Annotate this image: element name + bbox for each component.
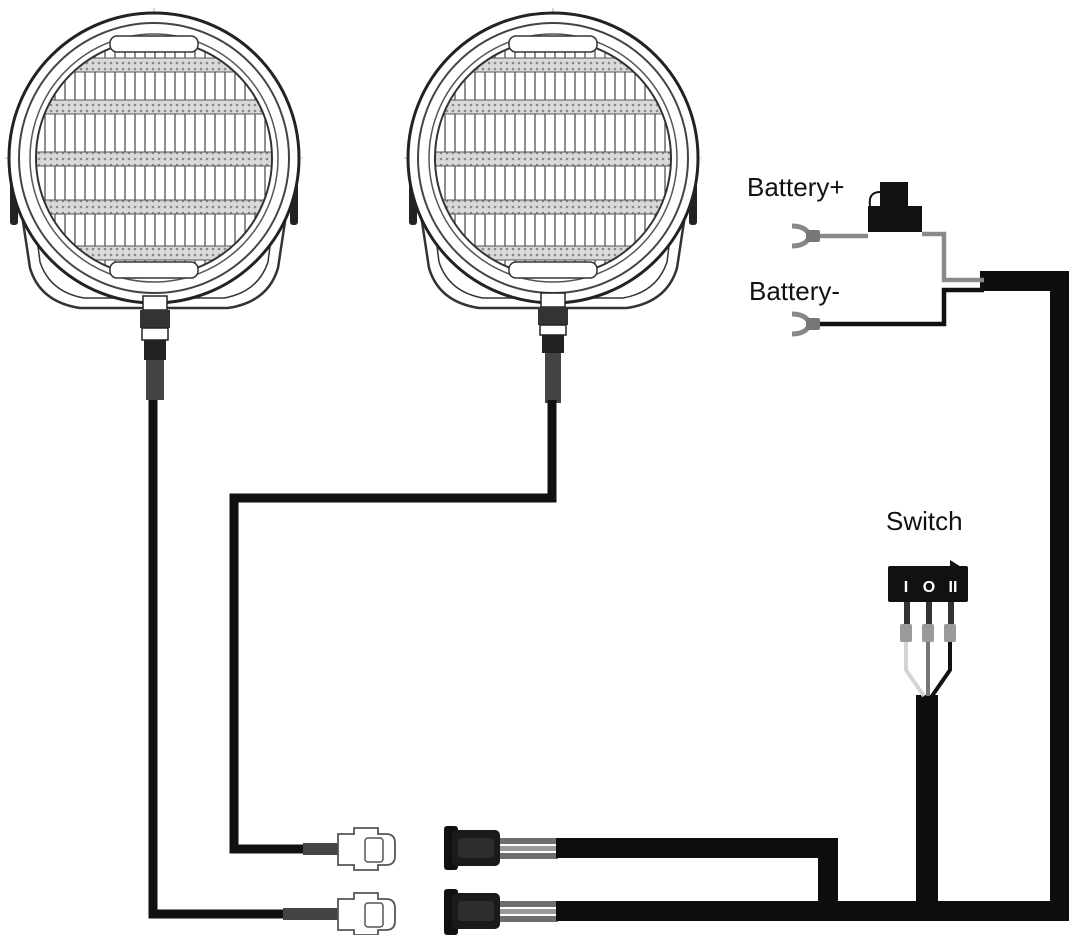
harness-trunk — [556, 271, 1069, 921]
rocker-switch: I O II — [888, 560, 968, 698]
ring-terminal-positive-icon — [791, 223, 820, 249]
cable-left-light — [148, 400, 285, 919]
switch-label-off: O — [923, 579, 935, 596]
connector-male-upper — [337, 827, 396, 871]
connector-female-upper — [444, 826, 558, 870]
wire-battery-negative — [808, 287, 984, 327]
cable-sleeve-upper — [303, 843, 338, 855]
switch-label-on-1: I — [904, 579, 908, 596]
battery-positive-label: Battery+ — [747, 172, 845, 202]
battery-negative-label: Battery- — [749, 276, 841, 306]
harness-upper-branch — [556, 838, 838, 912]
switch-label: Switch — [886, 506, 963, 536]
switch-label-on-2: II — [949, 579, 958, 596]
fuse-holder — [868, 182, 922, 232]
connector-male-lower — [337, 892, 396, 935]
work-light-right — [404, 8, 702, 403]
connector-female-lower — [444, 889, 558, 935]
wire-battery-positive — [808, 231, 984, 283]
cable-sleeve-lower — [283, 908, 338, 920]
work-light-left — [5, 8, 303, 400]
ring-terminal-negative-icon — [791, 311, 820, 337]
cable-right-light — [229, 400, 557, 854]
